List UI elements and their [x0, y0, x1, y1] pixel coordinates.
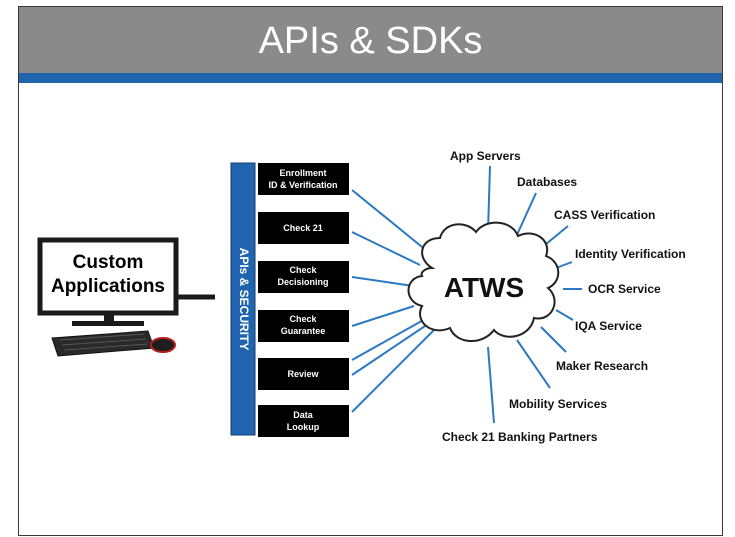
monitor-screen — [37, 237, 179, 316]
slide-title: APIs & SDKs — [258, 20, 483, 62]
module-enrollment — [258, 163, 349, 195]
security-bar — [230, 162, 256, 436]
module-data-lookup — [258, 405, 349, 437]
connector-guarantee — [351, 305, 415, 327]
module-data-lookup-line1: Data — [293, 410, 314, 420]
service-mobility: Mobility Services — [509, 397, 607, 411]
mouse-icon — [150, 337, 176, 353]
module-review-line1: Review — [287, 369, 319, 379]
module-check-guarantee-line1: Check — [289, 314, 317, 324]
service-databases: Databases — [517, 175, 577, 189]
monitor-neck — [104, 313, 114, 323]
computer-label-line2: Applications — [51, 276, 165, 297]
monitor-stand — [72, 321, 144, 326]
service-ocr: OCR Service — [588, 282, 661, 296]
connector-databases — [515, 192, 537, 238]
security-bar-label: APIs & SECURITY — [237, 248, 251, 351]
connector-mobility — [516, 339, 551, 389]
atws-cloud — [407, 221, 560, 342]
connector-identity — [555, 261, 573, 269]
module-check-guarantee — [258, 310, 349, 342]
module-check-decisioning-line2: Decisioning — [277, 277, 328, 287]
module-enrollment-line1: Enrollment — [279, 168, 326, 178]
connector-enrollment — [351, 189, 428, 252]
service-iqa: IQA Service — [575, 319, 642, 333]
connector-data-lookup — [351, 328, 436, 413]
service-check21-partners: Check 21 Banking Partners — [442, 430, 598, 444]
module-check21-line1: Check 21 — [283, 223, 323, 233]
service-app-servers: App Servers — [450, 149, 521, 163]
service-labels: App Servers Databases CASS Verification … — [442, 149, 686, 444]
left-connectors — [351, 189, 436, 413]
service-identity: Identity Verification — [575, 247, 686, 261]
service-maker-research: Maker Research — [556, 359, 648, 373]
connector-app-servers — [487, 165, 491, 233]
module-check-decisioning — [258, 261, 349, 293]
service-cass: CASS Verification — [554, 208, 655, 222]
title-accent-rule — [19, 73, 722, 83]
module-stack: Enrollment ID & Verification Check 21 Ch… — [258, 163, 349, 437]
module-review — [258, 358, 349, 390]
module-data-lookup-line2: Lookup — [287, 422, 320, 432]
connector-decisioning — [351, 276, 414, 287]
connector-check21 — [351, 231, 421, 266]
connector-check21-partners — [487, 346, 495, 424]
computer-illustration: Custom Applications — [37, 237, 215, 357]
module-check-guarantee-line2: Guarantee — [281, 326, 326, 336]
connector-iqa — [555, 309, 574, 321]
connector-maker — [540, 326, 567, 353]
computer-label-line1: Custom — [73, 252, 144, 273]
module-enrollment-line2: ID & Verification — [268, 180, 337, 190]
module-check-decisioning-line1: Check — [289, 265, 317, 275]
title-bar — [19, 7, 722, 73]
connector-review-a — [351, 317, 428, 361]
hub-label: ATWS — [444, 272, 524, 303]
connector-review-b — [351, 321, 432, 376]
module-check21 — [258, 212, 349, 244]
